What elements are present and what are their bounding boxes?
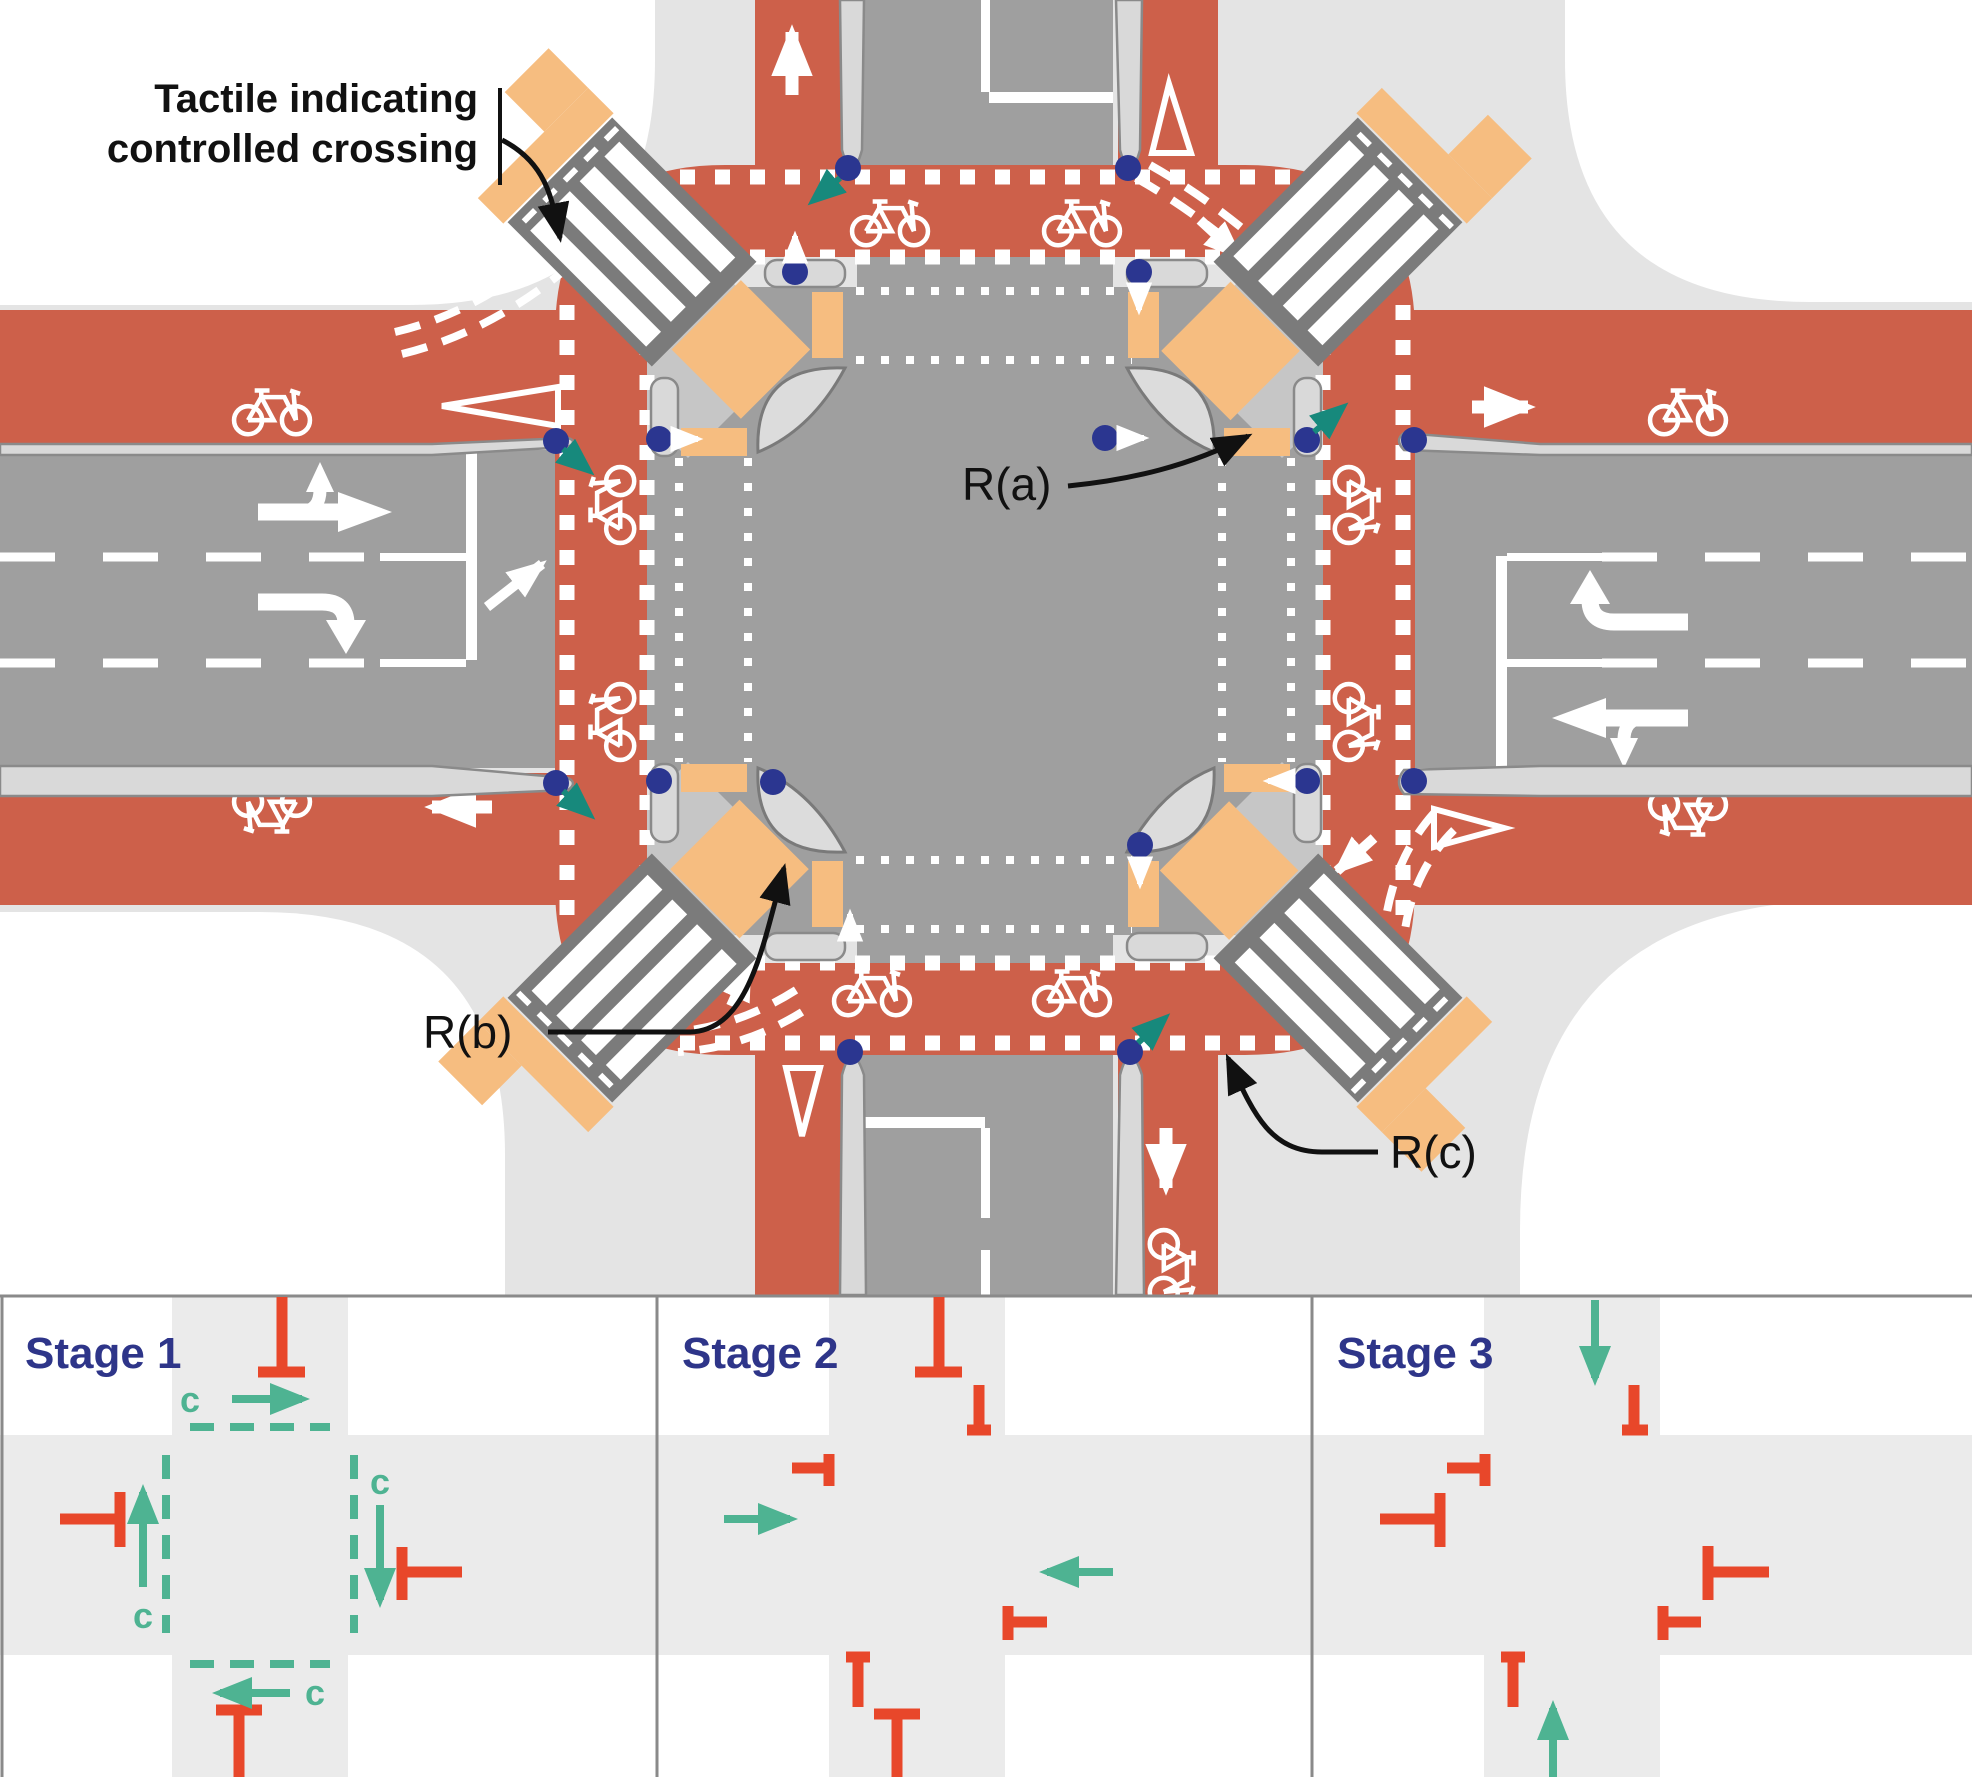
stage-3-stop-bars: [1380, 1385, 1769, 1707]
radius-a-leader: [1067, 433, 1253, 489]
background-corners: [0, 0, 1972, 1297]
stage-1-stop-bars: [60, 1297, 462, 1777]
radius-c-leader: [1225, 1053, 1378, 1155]
cycle-lane-south-approach: [755, 1040, 855, 1295]
stop-line-west: [466, 452, 477, 660]
stage-2-vehicle-arrows: [724, 1503, 1113, 1588]
intersection-plan: Tactile indicating controlled crossing R…: [0, 0, 1972, 1306]
stage-2-title: Stage 2: [682, 1329, 839, 1378]
cycle-lane-arrows: [424, 24, 1536, 1196]
lane-arrow-west-right-turn: [258, 593, 366, 654]
pedestrian-signal-arrow: [670, 230, 1296, 942]
stage-panel-borders: [0, 1294, 1972, 1777]
stage-panels: Stage 1 c c c c Stage: [0, 1294, 1972, 1777]
tactile-note-line2: controlled crossing: [107, 127, 478, 171]
stage-1-c-bottom: c: [305, 1672, 325, 1713]
cycle-lane-west-approach: [0, 310, 575, 445]
pedestrian-crossing-dotted-lines: [675, 287, 1295, 933]
stage-1-panel: Stage 1 c c c c: [25, 1297, 462, 1777]
stage-1-c-left: c: [133, 1595, 153, 1636]
radius-b-leader: [548, 863, 791, 1035]
stage-1-cycle-dashed-square: [162, 1423, 358, 1668]
stage-cross-corners: [142, 1405, 1690, 1685]
road-markings: [0, 0, 1972, 1306]
lane-arrow-west-straight-left: [258, 462, 392, 532]
radius-a-label: R(a): [962, 458, 1051, 510]
stage-1-cycle-arrows: [127, 1383, 396, 1709]
cycle-lane-east-exit: [1398, 310, 1972, 445]
stage-3-title: Stage 3: [1337, 1329, 1494, 1378]
lane-arrow-east-right-turn: [1570, 570, 1688, 631]
stage-3-vehicle-arrows: [1537, 1300, 1611, 1777]
stop-line-north: [989, 92, 1113, 103]
stage-1-c-top: c: [180, 1379, 200, 1420]
signal-pole-dot: [543, 155, 1427, 1065]
corner-refuge-island: [756, 366, 1216, 854]
stage-1-title: Stage 1: [25, 1329, 182, 1378]
stage-2-panel: Stage 2: [682, 1297, 1113, 1777]
radius-c-label: R(c): [1390, 1126, 1477, 1178]
stage-1-c-right: c: [370, 1461, 390, 1502]
cycle-signal-arrow: [554, 168, 1349, 1051]
stage-3-panel: Stage 3: [1337, 1300, 1769, 1777]
tactile-note-leader: [500, 137, 570, 243]
stage-2-stop-bars: [792, 1297, 1047, 1777]
annotations: Tactile indicating controlled crossing R…: [107, 77, 1477, 1178]
give-way-triangle-icon: [441, 72, 1516, 1137]
stop-line-east: [1496, 556, 1507, 768]
stop-line-south: [862, 1117, 985, 1128]
lane-arrow-east-straight-left: [1552, 698, 1688, 768]
radius-b-label: R(b): [423, 1006, 512, 1058]
tactile-note-line1: Tactile indicating: [154, 77, 478, 121]
